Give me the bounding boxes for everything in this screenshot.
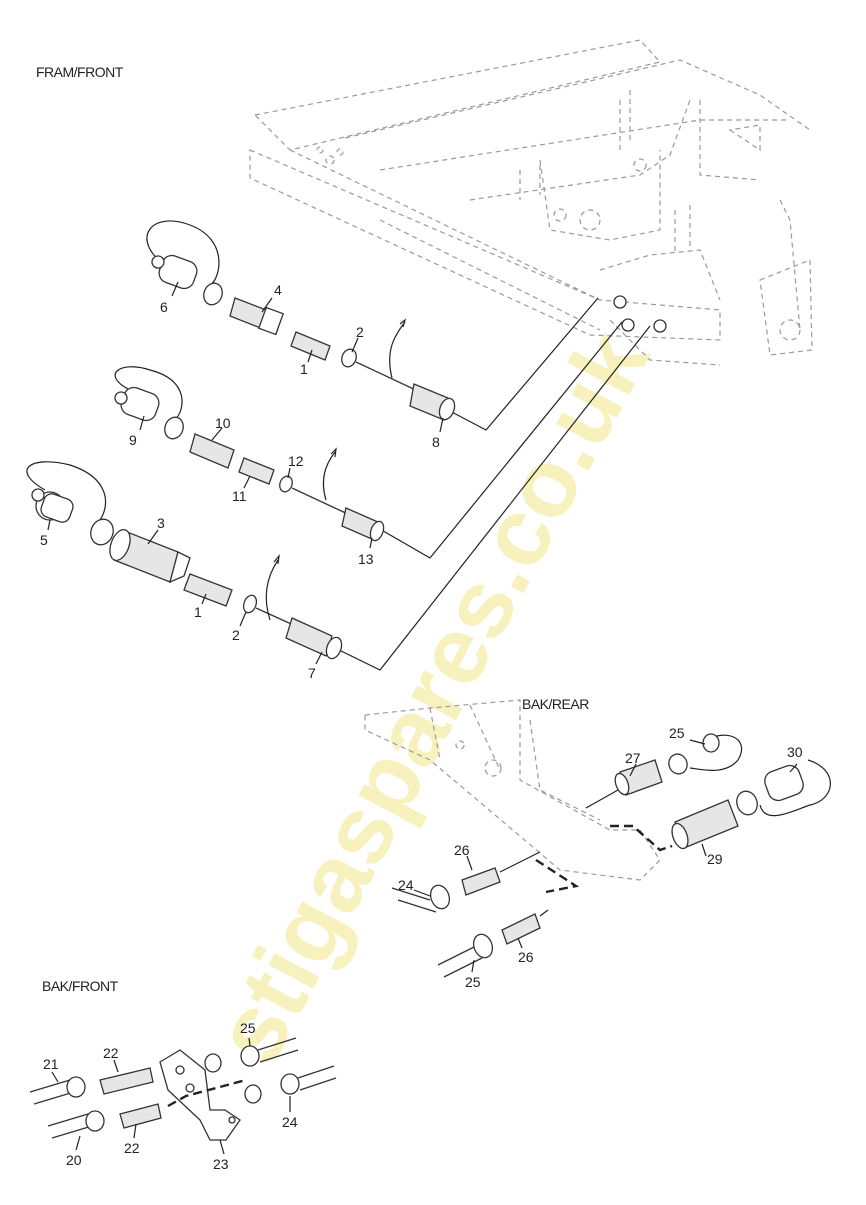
hose-route-1 <box>447 297 599 431</box>
hose-route-3 <box>334 325 651 671</box>
section-title-front-bracket: BAK/FRONT <box>42 978 119 994</box>
hose-route-2 <box>377 321 623 559</box>
section-title-front-frame: FRAM/FRONT <box>36 64 124 80</box>
callout-1: 1 <box>300 361 308 377</box>
callout-25-bracket: 25 <box>240 1020 256 1036</box>
callout-26-lower: 26 <box>518 949 534 965</box>
callout-4: 4 <box>274 282 282 298</box>
callout-21: 21 <box>43 1056 59 1072</box>
coupling-assembly-middle <box>114 366 385 542</box>
frame-port-1 <box>613 295 627 309</box>
callout-13: 13 <box>358 551 374 567</box>
rear-couplings <box>391 733 831 978</box>
callout-2: 2 <box>356 324 364 340</box>
callout-1b: 1 <box>194 604 202 620</box>
callout-26-upper: 26 <box>454 842 470 858</box>
callout-11: 11 <box>232 488 247 504</box>
leader-lines-bracket <box>51 1037 291 1155</box>
callout-23: 23 <box>213 1156 229 1172</box>
frame-port-2 <box>621 318 635 332</box>
section-title-rear: BAK/REAR <box>522 696 589 712</box>
front-frame-outline <box>249 39 813 366</box>
callout-5: 5 <box>40 532 48 548</box>
callout-25-rear-cap: 25 <box>669 725 685 741</box>
coupling-assembly-top <box>146 220 456 421</box>
callout-12: 12 <box>288 453 304 469</box>
callout-30: 30 <box>787 744 803 760</box>
leader-lines-front <box>47 281 444 665</box>
callout-25-rear-hose: 25 <box>465 974 481 990</box>
watermark-text: stigaspares.co.uk <box>194 313 670 1080</box>
callout-8: 8 <box>432 434 440 450</box>
callout-2b: 2 <box>232 627 240 643</box>
coupling-assembly-bottom <box>26 461 343 660</box>
callout-24-bracket: 24 <box>282 1114 298 1130</box>
callout-9: 9 <box>129 432 137 448</box>
callout-7: 7 <box>308 665 316 681</box>
callout-27: 27 <box>625 750 641 766</box>
callout-22-upper: 22 <box>103 1045 119 1061</box>
callout-22-lower: 22 <box>124 1140 140 1156</box>
rear-frame-outline <box>364 699 661 881</box>
leader-lines-rear <box>413 739 798 973</box>
callout-3: 3 <box>157 515 165 531</box>
callout-24-rear: 24 <box>398 877 414 893</box>
callout-29: 29 <box>707 851 723 867</box>
callout-10: 10 <box>215 415 231 431</box>
callout-20: 20 <box>66 1152 82 1168</box>
frame-port-3 <box>653 319 667 333</box>
bracket-assembly <box>29 1037 337 1141</box>
callout-6: 6 <box>160 299 168 315</box>
